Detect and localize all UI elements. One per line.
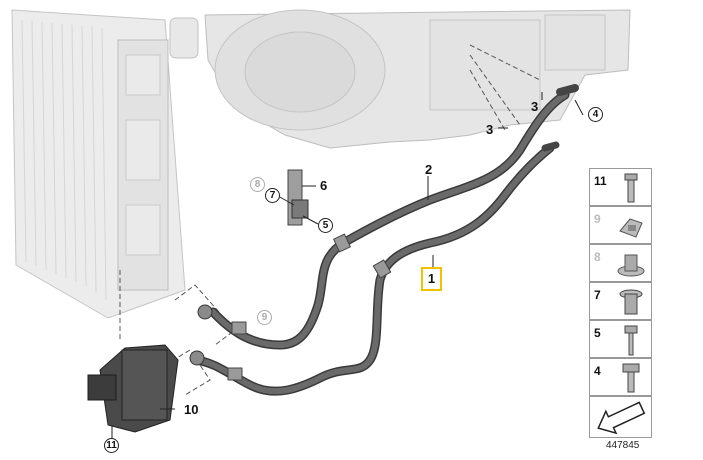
bolt-icon [624, 173, 638, 203]
legend-item-5: 5 [589, 320, 652, 358]
bracket-clip [287, 169, 309, 226]
transmission-oil-cooler [87, 304, 213, 433]
radiator [11, 9, 199, 319]
callout-5: 5 [318, 218, 333, 233]
stud-bolt-icon [622, 363, 640, 393]
legend-item-8: 8 [589, 244, 652, 282]
legend-num: 5 [594, 326, 601, 340]
callout-11: 11 [104, 438, 119, 453]
legend-item-7: 7 [589, 282, 652, 320]
callout-8: 8 [250, 177, 265, 192]
callout-10: 10 [184, 402, 199, 417]
legend-item-11: 11 [589, 168, 652, 206]
callout-2: 2 [425, 162, 433, 177]
callout-9: 9 [257, 310, 272, 325]
legend-item-4: 4 [589, 358, 652, 396]
callout-4: 4 [588, 107, 603, 122]
leader-lines [119, 44, 541, 396]
sleeve-icon [619, 289, 643, 315]
oil-cooler-lines [190, 84, 579, 396]
legend-num: 4 [594, 364, 601, 378]
callout-1: 1 [427, 271, 436, 286]
legend-direction [589, 396, 652, 438]
callout-1-highlight[interactable]: 1 [421, 267, 442, 291]
callout-7: 7 [265, 188, 280, 203]
legend-item-9: 9 [589, 206, 652, 244]
parts-legend: 11 9 8 7 5 4 [589, 168, 652, 438]
legend-num: 11 [594, 174, 607, 188]
legend-num: 7 [594, 288, 601, 302]
screw-icon [624, 325, 638, 356]
legend-num: 8 [594, 250, 601, 264]
callout-3-upper: 3 [531, 99, 539, 114]
image-number: 447845 [606, 440, 640, 451]
direction-arrow-icon [597, 401, 646, 435]
transmission-housing [204, 9, 631, 149]
callout-3-lower: 3 [486, 122, 494, 137]
legend-num: 9 [594, 212, 601, 226]
callout-leaders [111, 92, 584, 440]
clip-icon [619, 218, 643, 238]
nut-icon [617, 254, 645, 277]
callout-6: 6 [320, 178, 328, 193]
